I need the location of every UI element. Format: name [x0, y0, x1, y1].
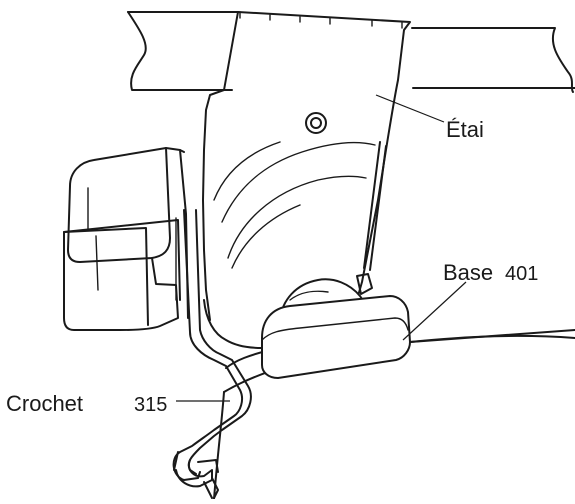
clamp-jaw-block — [63, 147, 189, 331]
label-base-ref: 401 — [505, 263, 538, 285]
base-block — [261, 278, 411, 379]
label-crochet: Crochet — [6, 391, 83, 416]
hook-bracket — [172, 209, 252, 499]
stay-body — [202, 11, 411, 321]
label-base: Base — [443, 260, 493, 285]
leader-lines — [176, 94, 467, 402]
label-crochet-ref: 315 — [134, 394, 167, 416]
label-etai: Étai — [446, 117, 484, 142]
roof-rail — [127, 11, 575, 93]
